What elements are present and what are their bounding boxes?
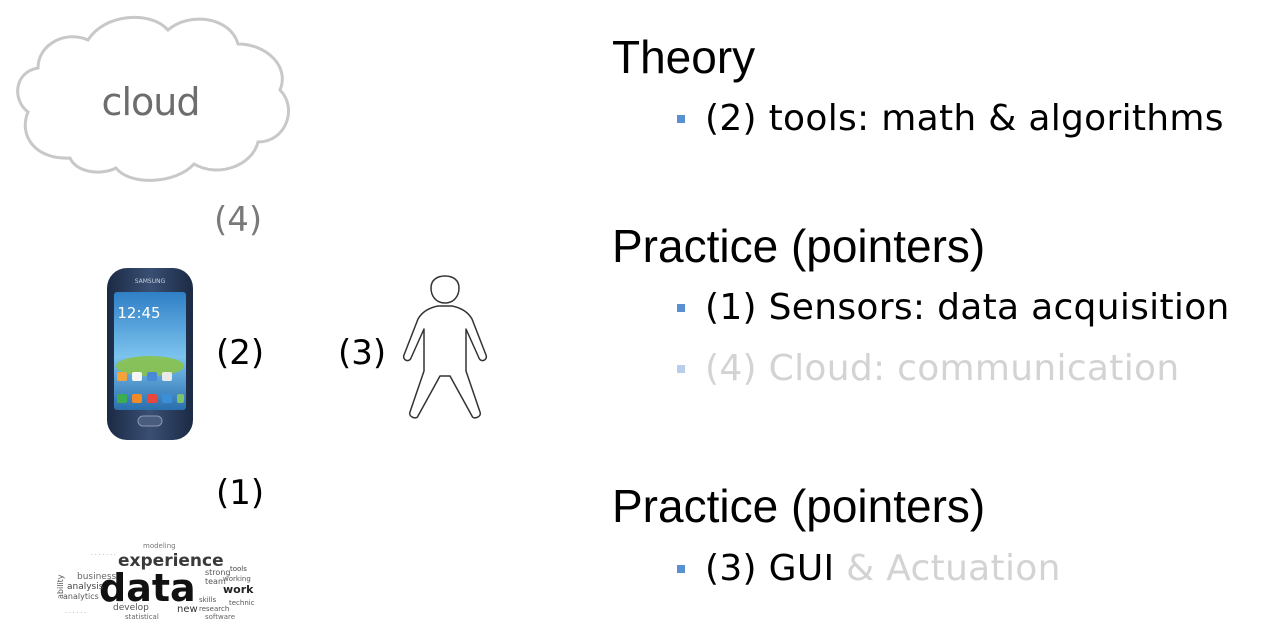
word-cloud-minor: software [205, 613, 235, 621]
word-cloud-minor: analysis [67, 582, 104, 592]
cloud-shape: cloud [8, 8, 293, 188]
word-cloud-minor: ability [56, 574, 65, 599]
phone-brand: SAMSUNG [135, 278, 166, 285]
word-cloud-minor: develop [113, 603, 149, 613]
word-cloud-minor: business [77, 572, 117, 582]
person-figure [400, 275, 490, 430]
svg-text:· · · · · · ·: · · · · · · · [91, 552, 116, 559]
bullet-cloud: (4) Cloud: communication [677, 348, 1179, 389]
bullet-theory-tools: (2) tools: math & algorithms [677, 98, 1224, 139]
bullet-gui: (3) GUI & Actuation [677, 548, 1061, 589]
bullet-text: (3) GUI [705, 548, 835, 589]
bullet-marker [677, 564, 685, 573]
person-icon [402, 275, 488, 419]
label-3: (3) [338, 333, 387, 373]
bullet-marker [677, 303, 685, 312]
label-2: (2) [216, 333, 265, 373]
label-1: (1) [216, 473, 265, 513]
word-cloud-image: experience data business analysis analyt… [55, 535, 261, 627]
bullet-marker [677, 114, 685, 123]
section-heading-practice-2: Practice (pointers) [612, 480, 986, 532]
bullet-text: (4) Cloud: communication [705, 348, 1180, 389]
smartphone-icon: SAMSUNG 12:45 [107, 268, 193, 440]
smartphone-image: SAMSUNG 12:45 [105, 266, 195, 442]
bullet-sensors: (1) Sensors: data acquisition [677, 287, 1230, 328]
section-heading-practice-1: Practice (pointers) [612, 220, 986, 272]
word-cloud-minor: statistical [125, 613, 159, 621]
section-heading-theory: Theory [612, 31, 756, 83]
word-cloud-main: data [99, 566, 196, 610]
word-cloud-minor: new [177, 604, 198, 615]
cloud-icon [16, 15, 290, 182]
bullet-text: (2) tools: math & algorithms [705, 98, 1224, 139]
svg-text:· · · · · ·: · · · · · · [65, 610, 86, 617]
label-4: (4) [214, 200, 263, 240]
bullet-marker [677, 364, 685, 373]
bullet-text-faded: & Actuation [834, 548, 1061, 589]
word-cloud-icon: experience data business analysis analyt… [56, 542, 261, 621]
word-cloud-minor: skills [199, 596, 217, 604]
word-cloud-minor: tools [230, 565, 247, 573]
word-cloud-secondary: experience [118, 551, 224, 571]
cloud-label: cloud [101, 80, 201, 124]
word-cloud-minor: work [223, 583, 254, 596]
word-cloud-minor: modeling [143, 542, 176, 550]
bullet-text: (1) Sensors: data acquisition [705, 287, 1230, 328]
word-cloud-minor: team [205, 577, 226, 586]
word-cloud-minor: technical [229, 599, 255, 607]
phone-clock: 12:45 [117, 304, 160, 322]
word-cloud-minor: analytics [63, 592, 99, 601]
word-cloud-minor: working [223, 575, 251, 583]
word-cloud-minor: research [199, 605, 229, 613]
word-cloud-minor: strong [205, 568, 230, 577]
